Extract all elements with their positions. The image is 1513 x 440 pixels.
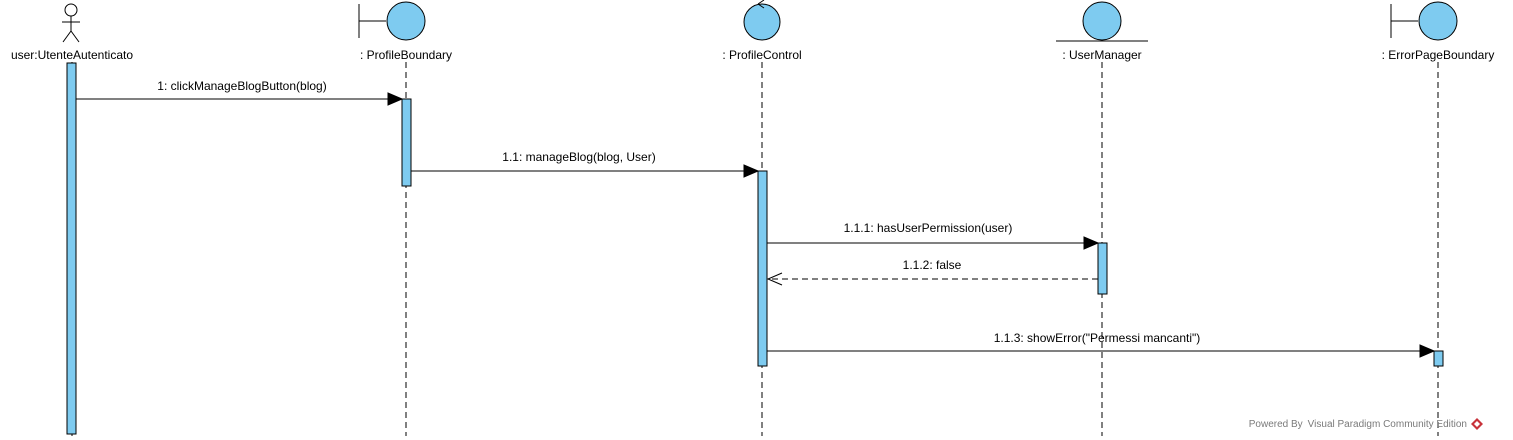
activation-bar-profile-control	[757, 170, 768, 367]
lifeline-label-profile-control: : ProfileControl	[722, 48, 801, 62]
boundary-icon	[1390, 1, 1458, 41]
entity-icon	[1056, 1, 1148, 42]
message-label-1-1-3: 1.1.3: showError("Permessi mancanti")	[994, 331, 1201, 345]
activation-bar-profile-boundary	[401, 98, 412, 187]
actor-icon	[62, 3, 80, 43]
lifeline-label-profile-boundary: : ProfileBoundary	[360, 48, 452, 62]
lifeline-label-actor: user:UtenteAutenticato	[11, 48, 133, 62]
footer-watermark: Powered By Visual Paradigm Community Edi…	[1249, 418, 1483, 430]
message-1-1-3	[767, 344, 1436, 358]
message-label-1-1: 1.1: manageBlog(blog, User)	[502, 150, 655, 164]
footer-text: Powered By Visual Paradigm Community Edi…	[1248, 418, 1467, 430]
lifeline-label-error-page-boundary: : ErrorPageBoundary	[1382, 48, 1495, 62]
boundary-icon	[358, 1, 426, 41]
message-1-1	[411, 164, 760, 178]
message-label-1: 1: clickManageBlogButton(blog)	[157, 79, 326, 93]
message-label-1-1-2: 1.1.2: false	[903, 258, 962, 272]
visual-paradigm-logo-icon	[1471, 418, 1483, 430]
activation-bar-actor	[66, 62, 77, 435]
message-1-1-1	[767, 236, 1100, 250]
message-label-1-1-1: 1.1.1: hasUserPermission(user)	[844, 221, 1013, 235]
activation-bar-user-manager	[1097, 242, 1108, 295]
lifeline-label-user-manager: : UserManager	[1062, 48, 1141, 62]
message-1	[76, 92, 404, 106]
message-1-1-2-return	[766, 272, 1098, 286]
activation-bar-error-page-boundary	[1433, 350, 1444, 367]
control-icon	[743, 0, 781, 41]
